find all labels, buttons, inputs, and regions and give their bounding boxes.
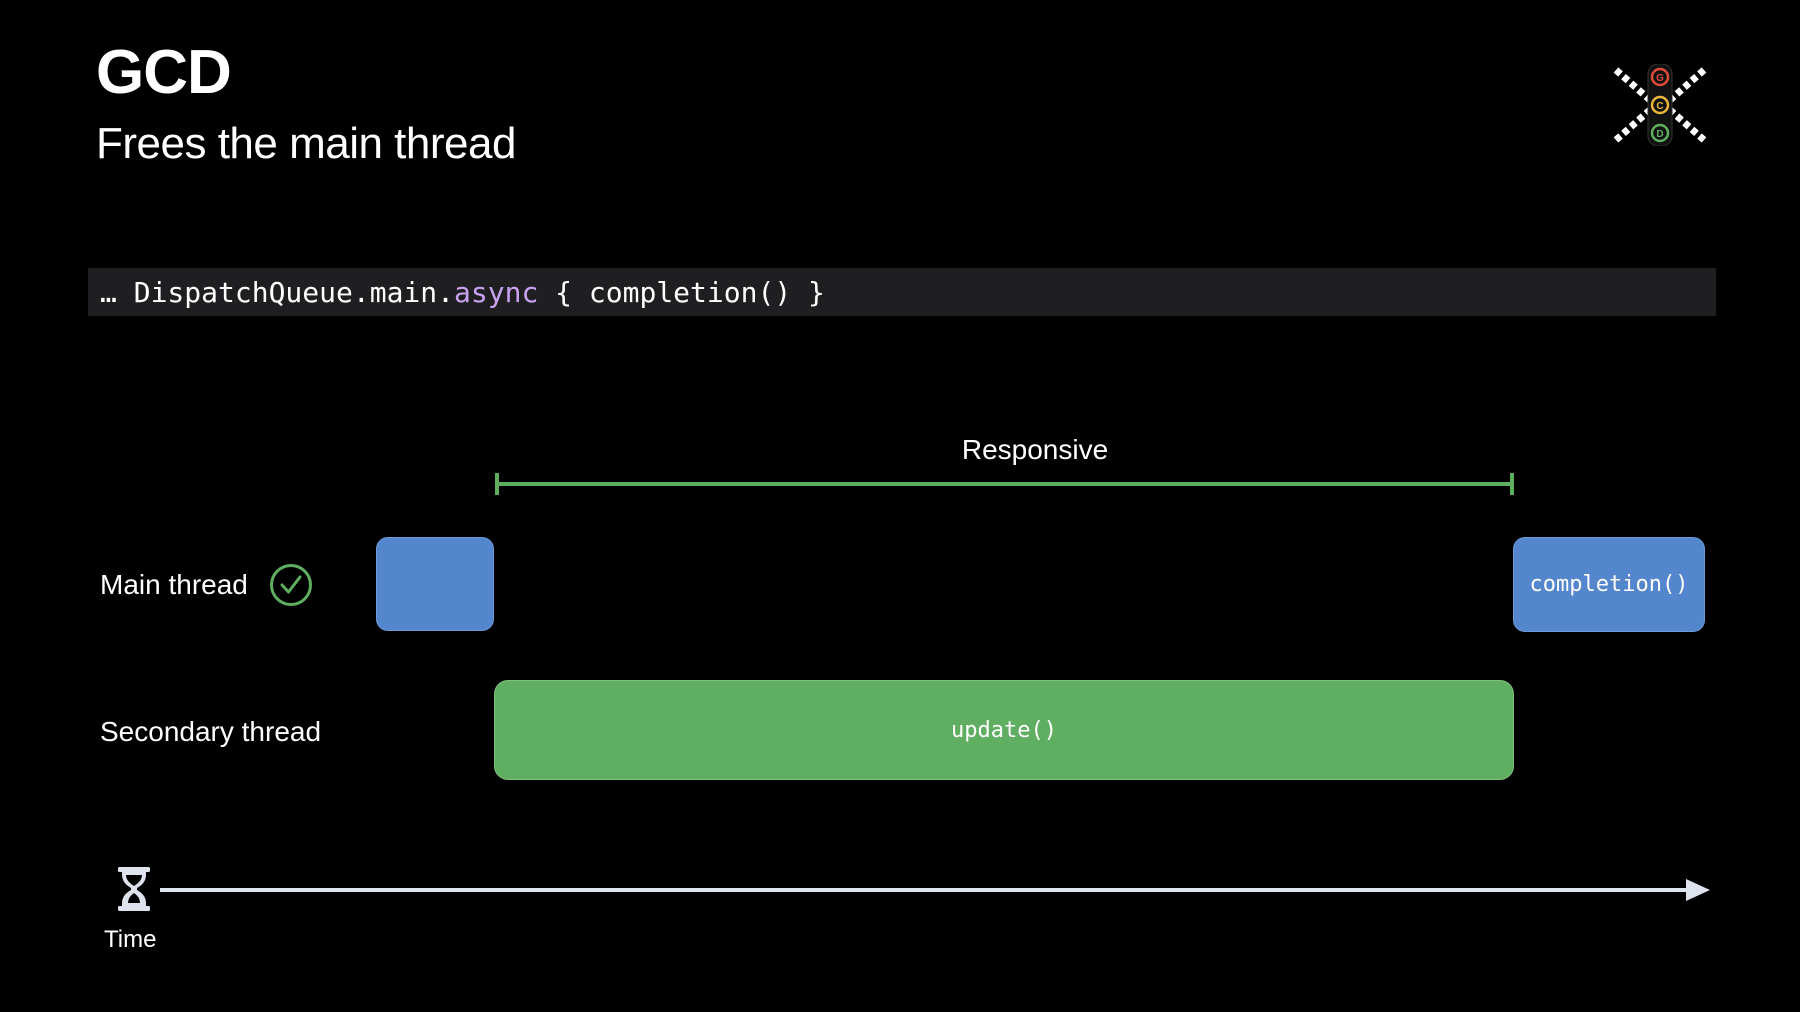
responsive-span-end-cap — [1510, 473, 1514, 495]
slide-subtitle: Frees the main thread — [96, 119, 516, 168]
main-thread-label: Main thread — [100, 569, 248, 600]
update-block: update() — [494, 680, 1514, 780]
code-snippet: … DispatchQueue.main.async { completion(… — [88, 268, 1716, 316]
slide-title: GCD — [96, 38, 232, 107]
completion-block: completion() — [1513, 537, 1705, 632]
responsive-span-start-cap — [495, 473, 499, 495]
code-suffix: { completion() } — [538, 275, 825, 309]
hourglass-icon — [118, 867, 150, 911]
time-axis-arrow — [160, 879, 1710, 901]
time-label: Time — [104, 926, 157, 953]
gcd-logo-icon: G C D — [1613, 64, 1707, 146]
main-thread-work-block — [376, 537, 494, 631]
svg-text:G: G — [1656, 73, 1664, 84]
code-prefix: … DispatchQueue.main. — [100, 275, 455, 309]
secondary-thread-label: Secondary thread — [100, 716, 322, 747]
svg-text:C: C — [1656, 101, 1663, 112]
responsive-span-bar — [496, 482, 1514, 486]
code-keyword: async — [454, 275, 539, 309]
responsive-label: Responsive — [961, 434, 1109, 465]
checkmark-circle-icon — [270, 564, 312, 606]
svg-text:D: D — [1656, 129, 1663, 140]
